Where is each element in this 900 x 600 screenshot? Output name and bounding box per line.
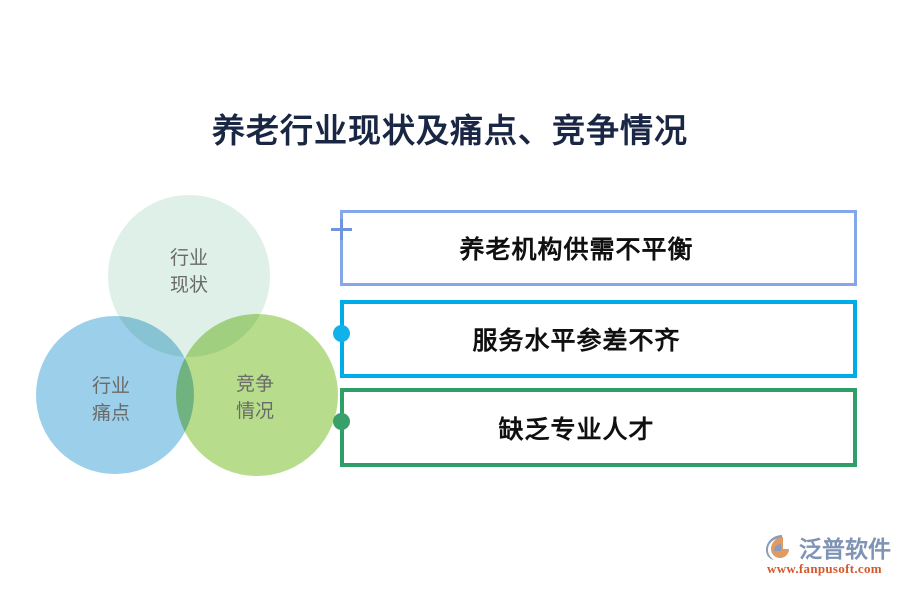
callout-box-label: 服务水平参差不齐	[472, 328, 681, 355]
venn-label-line-1: 行业	[169, 248, 208, 269]
brand-logo: 泛普软件 www.fanpusoft.com	[765, 530, 895, 586]
dot-marker-icon	[333, 413, 350, 430]
venn-diagram: 行业 现状 行业 痛点 竞争 情况	[30, 190, 350, 490]
callout-box-service-level[interactable]: 服务水平参差不齐	[340, 300, 857, 378]
venn-label-competition-status: 竞争 情况	[216, 371, 294, 425]
venn-label-line-2: 现状	[169, 275, 208, 296]
venn-label-line-1: 竞争	[235, 374, 274, 395]
brand-url: www.fanpusoft.com	[767, 561, 882, 576]
page-title: 养老行业现状及痛点、竞争情况	[212, 114, 688, 150]
brand-name: 泛普软件	[799, 537, 891, 562]
plus-marker-icon	[331, 219, 352, 240]
venn-circle-competition-status	[176, 314, 338, 476]
plus-marker-vertical	[340, 219, 343, 240]
callout-box-lack-of-talent[interactable]: 缺乏专业人才	[340, 388, 857, 467]
venn-circle-industry-painpoints	[36, 316, 194, 474]
fanpu-logo-mark-icon	[765, 534, 796, 561]
callout-box-label: 缺乏专业人才	[498, 416, 655, 444]
brand-logo-row: 泛普软件	[765, 530, 891, 564]
venn-label-line-2: 情况	[235, 401, 274, 422]
venn-label-industry-painpoints: 行业 痛点	[72, 373, 150, 427]
venn-label-line-2: 痛点	[91, 403, 130, 424]
dot-marker-icon	[333, 325, 350, 342]
venn-label-industry-status: 行业 现状	[150, 245, 228, 299]
callout-box-label: 养老机构供需不平衡	[459, 237, 694, 264]
callout-box-supply-demand[interactable]: 养老机构供需不平衡	[340, 210, 857, 286]
venn-label-line-1: 行业	[91, 376, 130, 397]
